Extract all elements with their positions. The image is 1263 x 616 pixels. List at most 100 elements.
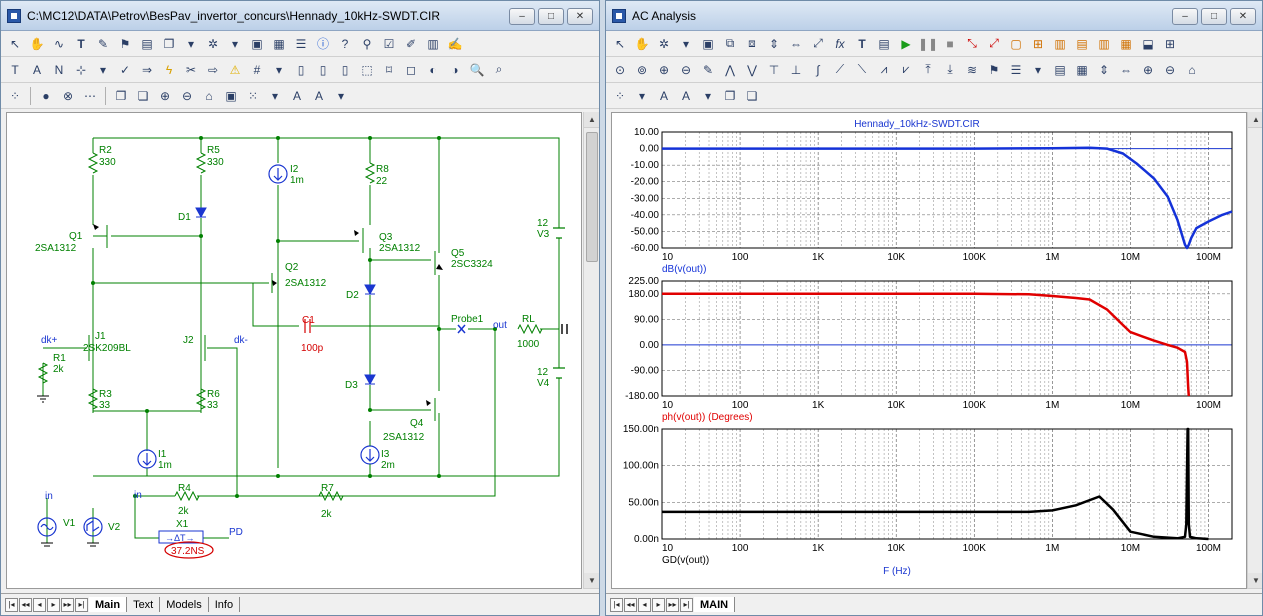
global-low-icon[interactable]: ⩗	[902, 62, 910, 76]
flag-icon[interactable]: ⚑	[119, 36, 131, 51]
zoom-out-icon[interactable]: ⊖	[181, 88, 193, 103]
page-icon[interactable]: ▥	[1054, 36, 1066, 51]
tab-info[interactable]: Info	[209, 597, 241, 612]
select-box-icon[interactable]: ⬚	[361, 62, 373, 77]
zoom-in-icon-2[interactable]: ⊕	[1142, 62, 1154, 77]
page-icon-3[interactable]: ▯	[341, 62, 349, 77]
gear-icon[interactable]: ✲	[207, 36, 219, 51]
marker-icon[interactable]: ⚑	[988, 62, 1000, 77]
find-next-icon[interactable]: ⌕	[495, 62, 503, 76]
last-page-button[interactable]: ▸|	[75, 597, 88, 612]
page-icon-2[interactable]: ▯	[319, 62, 327, 77]
zoom-in-icon[interactable]: ⊕	[658, 62, 670, 77]
font-icon[interactable]: A	[659, 88, 668, 103]
text-tool-icon[interactable]: T	[77, 36, 85, 51]
function-icon[interactable]: fx	[835, 36, 845, 51]
tab-text[interactable]: Text	[127, 597, 161, 612]
lightning-icon[interactable]: ϟ	[165, 62, 173, 77]
play-icon[interactable]: ▶	[901, 36, 911, 51]
global-high-icon[interactable]: ⩘	[880, 62, 888, 76]
zoom-out-icon[interactable]: ⊖	[680, 62, 692, 77]
circle-button-icon[interactable]: ●	[42, 88, 50, 103]
dropdown-icon[interactable]: ▾	[187, 36, 195, 51]
layers-icon[interactable]: ▥	[427, 36, 439, 51]
scissors-icon[interactable]: ✂	[185, 62, 197, 77]
bottom-icon[interactable]: ⤓	[947, 62, 953, 76]
tab-main[interactable]: Main	[89, 597, 128, 612]
edit-icon[interactable]: ✐	[405, 36, 417, 51]
check-icon[interactable]: ✓	[119, 62, 131, 77]
brush-icon[interactable]: ✍	[447, 36, 463, 51]
page-icon-3[interactable]: ▥	[1098, 36, 1110, 51]
page-icon-4[interactable]: ▦	[1120, 36, 1132, 51]
dropdown-icon[interactable]: ▾	[638, 88, 646, 103]
dropdown-icon[interactable]: ▾	[337, 88, 345, 103]
more-icon[interactable]: ⋯	[84, 88, 96, 103]
ac-analysis-titlebar[interactable]: AC Analysis – □ ✕	[606, 1, 1262, 31]
pin-markers-icon[interactable]: N	[54, 62, 64, 77]
box-icon[interactable]: ▢	[1010, 36, 1022, 51]
edit-icon[interactable]: ✎	[702, 62, 714, 77]
copy-icon[interactable]: ❐	[115, 88, 127, 103]
wire-icon[interactable]: ∿	[53, 36, 65, 51]
component-icon[interactable]: ▤	[141, 36, 153, 51]
blank-icon[interactable]: ◻	[406, 62, 416, 77]
scale-icon-4[interactable]: ⇔	[790, 36, 802, 51]
select-arrow-icon[interactable]: ↖	[9, 36, 21, 51]
pan-hand-icon[interactable]: ✋	[634, 36, 650, 51]
dropdown-icon[interactable]: ▾	[271, 88, 279, 103]
inflection-icon[interactable]: ∫	[816, 62, 820, 77]
dropdown-icon[interactable]: ▾	[1034, 62, 1042, 77]
select-arrow-icon[interactable]: ↖	[614, 36, 626, 51]
node-names-icon[interactable]: A	[32, 62, 41, 77]
dropdown-icon[interactable]: ▾	[682, 36, 690, 51]
picture-icon[interactable]: ▣	[702, 36, 714, 51]
zoom-in-icon[interactable]: ⊕	[159, 88, 171, 103]
slope-icon-2[interactable]: ⟍	[857, 62, 867, 76]
next-button[interactable]: ▸	[652, 597, 665, 612]
prev-page-button[interactable]: ◂◂	[624, 597, 637, 612]
cancel-circle-icon[interactable]: ⊗	[62, 88, 74, 103]
schematic-canvas[interactable]: R2 330 R5 330 I2 1m R8 22 Q1 2SA1312 D1 …	[6, 112, 582, 589]
next-button[interactable]: ▸	[47, 597, 60, 612]
dropdown-icon[interactable]: ▾	[704, 88, 712, 103]
gear-icon[interactable]: ✲	[658, 36, 670, 51]
mirror-icon[interactable]: ◐	[429, 62, 437, 77]
copy-icon[interactable]: ❐	[724, 88, 736, 103]
tab-models[interactable]: Models	[160, 597, 209, 612]
scale-icon[interactable]: ⧉	[725, 36, 735, 50]
probe-icon[interactable]: ⚲	[362, 36, 372, 51]
waves-icon[interactable]: ≋	[966, 62, 978, 77]
minimize-button[interactable]: –	[1172, 8, 1198, 25]
grid-split-icon[interactable]: ⊞	[1164, 36, 1176, 51]
peak-icon[interactable]: ⋀	[725, 62, 735, 77]
plot-vscroll[interactable]: ▲ ▼	[1247, 112, 1262, 589]
scale-icon-3[interactable]: ⇕	[768, 36, 780, 51]
find-icon[interactable]: 🔍	[469, 62, 485, 77]
pause-icon[interactable]: ❚❚	[917, 36, 939, 51]
pan-hand-icon[interactable]: ✋	[29, 36, 45, 51]
grid-icon[interactable]: ⊞	[1032, 36, 1044, 51]
tab-main[interactable]: MAIN	[694, 597, 736, 612]
info-icon[interactable]: ⓘ	[316, 37, 329, 51]
zoom-circle-icon[interactable]: ⊙	[614, 62, 626, 77]
highlight-icon[interactable]: A	[314, 88, 323, 103]
maximize-button[interactable]: □	[538, 8, 564, 25]
grid-dots-icon[interactable]: ⁘	[614, 88, 626, 103]
grid-icon[interactable]: #	[253, 62, 261, 77]
copy-icon[interactable]: ❐	[163, 36, 175, 51]
top-icon[interactable]: ⤒	[925, 62, 931, 76]
prev-button[interactable]: ◂	[638, 597, 651, 612]
close-button[interactable]: ✕	[1230, 8, 1256, 25]
grid-small-icon[interactable]: ⁙	[247, 88, 259, 103]
font-icon[interactable]: A	[292, 88, 301, 103]
picture-icon[interactable]: ▣	[251, 36, 263, 51]
zoom-fit-icon[interactable]: ⌂	[205, 88, 213, 103]
bookmark-icon[interactable]: ⌑	[385, 62, 393, 77]
horizontal-split-icon[interactable]: ⬓	[1142, 36, 1154, 51]
dropdown-icon[interactable]: ▾	[99, 62, 107, 77]
arrow-icon[interactable]: ⇨	[207, 62, 219, 77]
valley-icon[interactable]: ⋁	[747, 62, 757, 77]
stop-icon[interactable]: ■	[946, 36, 954, 51]
